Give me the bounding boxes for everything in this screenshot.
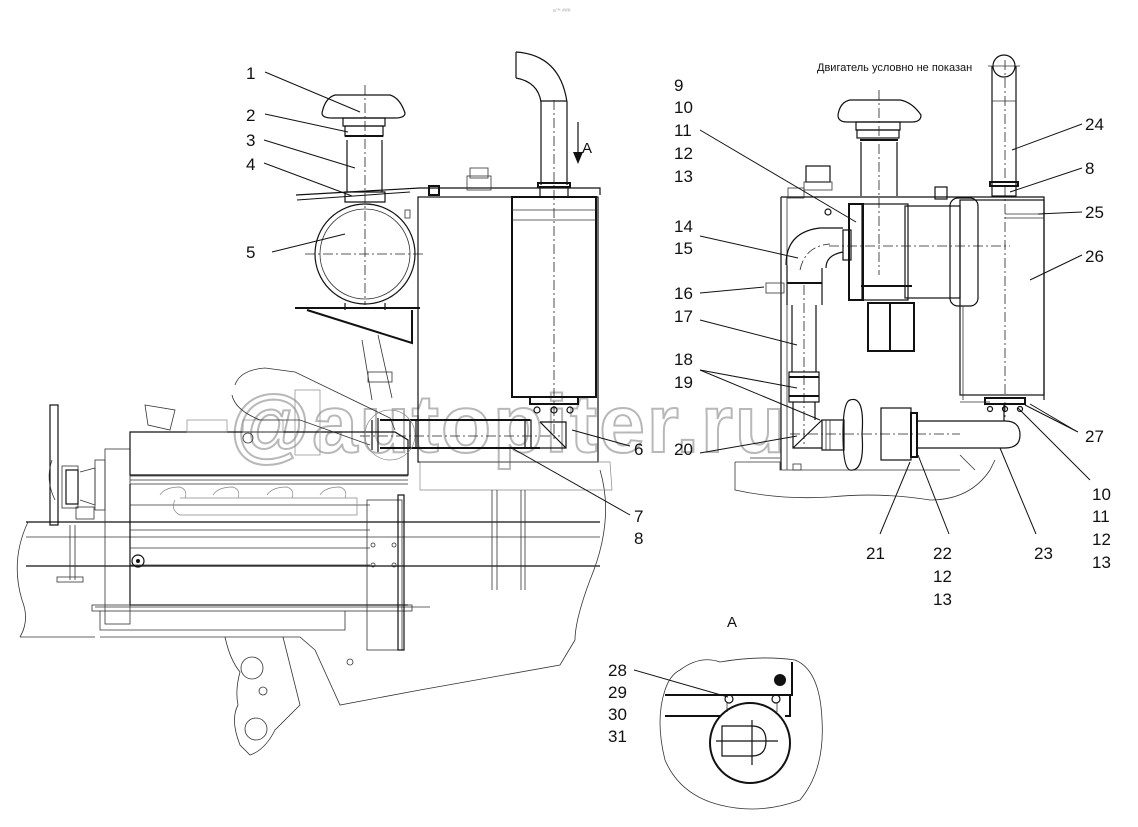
- exhaust-pipe-7: [360, 409, 560, 461]
- callout-group-10-13: 10 11 12 13: [1092, 485, 1111, 572]
- callout-10-b: 10: [1092, 485, 1111, 504]
- callout-5: 5: [246, 243, 255, 262]
- callout-3: 3: [246, 131, 255, 150]
- callout-7: 7: [634, 507, 643, 526]
- left-leaders: [263, 71, 631, 516]
- callout-11: 11: [674, 121, 692, 140]
- callout-13: 13: [674, 167, 693, 186]
- callout-29: 29: [608, 683, 627, 702]
- callout-14: 14: [674, 217, 693, 236]
- frame-right: [734, 401, 996, 501]
- callout-18: 18: [674, 350, 693, 369]
- callout-17: 17: [674, 307, 693, 326]
- callout-1: 1: [246, 64, 255, 83]
- callout-6: 6: [634, 440, 643, 459]
- callout-2: 2: [246, 106, 255, 125]
- callout-26: 26: [1085, 247, 1104, 266]
- callout-group-28-31: 28 29 30 31: [608, 661, 627, 746]
- header-mark: a™ ###: [553, 8, 571, 14]
- callout-8-left: 8: [634, 529, 643, 548]
- intake-hose: [231, 334, 396, 446]
- engine-block: [48, 389, 413, 666]
- callout-28: 28: [608, 661, 627, 680]
- callout-15: 15: [674, 239, 693, 258]
- watermark: @autopiter.ru: [230, 379, 787, 470]
- left-view: A: [16, 51, 643, 756]
- callout-22-13: 13: [933, 590, 952, 609]
- callout-24: 24: [1085, 115, 1104, 134]
- callout-20: 20: [674, 440, 693, 459]
- callout-23: 23: [1034, 544, 1053, 563]
- callout-21: 21: [866, 544, 885, 563]
- muffler-housing-left: [295, 167, 613, 590]
- callout-group-22: 22 12 13: [933, 544, 952, 609]
- callout-4: 4: [246, 155, 255, 174]
- exhaust-pipe-left: A: [515, 51, 592, 440]
- callout-12: 12: [674, 144, 693, 163]
- callout-25: 25: [1085, 203, 1104, 222]
- callout-30: 30: [608, 705, 627, 724]
- exhaust-stack-right: [988, 54, 1020, 197]
- air-cleaner-body-right: [829, 197, 1010, 400]
- callout-31: 31: [608, 727, 627, 746]
- callout-27: 27: [1085, 427, 1104, 446]
- callout-22: 22: [933, 544, 952, 563]
- callout-19: 19: [674, 373, 693, 392]
- air-intake-cap-right: [837, 90, 922, 275]
- engine-not-shown-note: Двигатель условно не показан: [817, 62, 972, 74]
- callout-group-14-15: 14 15: [674, 217, 693, 258]
- chassis-frame: [16, 469, 607, 756]
- callout-11-b: 11: [1092, 507, 1110, 526]
- callout-10: 10: [674, 98, 693, 117]
- callout-12-b: 12: [1092, 530, 1111, 549]
- detail-view-a: A 28 29 30 31: [608, 614, 823, 810]
- callout-group-18-19: 18 19: [674, 350, 693, 392]
- callout-22-12: 12: [933, 567, 952, 586]
- callout-16: 16: [674, 284, 693, 303]
- callout-group-9-13: 9 10 11 12 13: [674, 76, 693, 186]
- intake-elbow-right: [765, 227, 960, 471]
- exhaust-pipe-23: [917, 397, 1026, 449]
- callout-13-b: 13: [1092, 553, 1111, 572]
- right-view: Двигатель условно не показан: [674, 54, 1111, 609]
- right-leaders: [699, 123, 1091, 535]
- air-cleaner-body-left: [295, 203, 425, 345]
- view-a-arrow-label: A: [582, 140, 592, 157]
- detail-a-title: A: [727, 614, 737, 631]
- callout-8-right: 8: [1085, 159, 1094, 178]
- callout-9: 9: [674, 76, 683, 95]
